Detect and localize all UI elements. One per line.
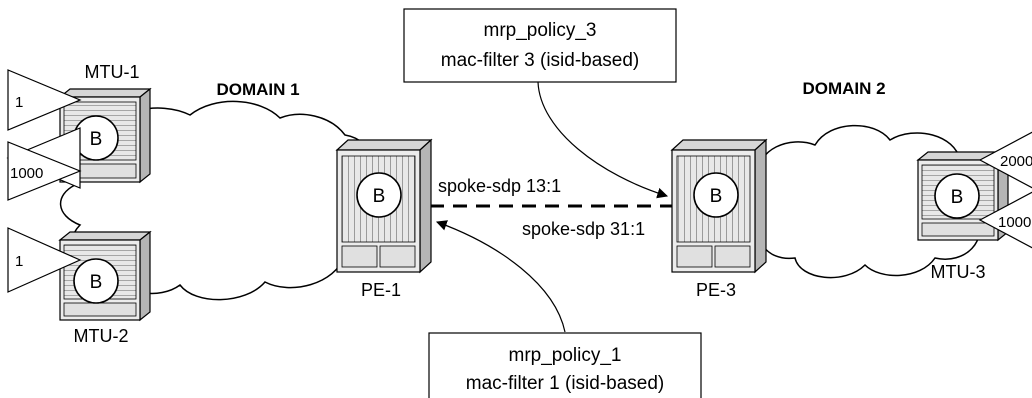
top-callout-line1: mrp_policy_3 xyxy=(484,20,597,41)
mtu-3-label: MTU-3 xyxy=(931,262,986,282)
mtu-3-port-1000-sap: 1000 xyxy=(978,191,1032,249)
mtu-3-bridge-badge xyxy=(934,173,980,219)
top-callout-box: mrp_policy_3 mac-filter 3 (isid-based) xyxy=(403,8,677,83)
pe-3-bridge-badge xyxy=(693,172,739,218)
mtu-2-badge-letter: B xyxy=(90,272,103,293)
mtu-3-port-2000-label: 2000 xyxy=(1000,153,1032,170)
mtu-1-port-1000-label: 1000 xyxy=(10,165,43,182)
mtu-3-port-2000-sap: 2000 xyxy=(978,131,1032,189)
domain-1-label: DOMAIN 1 xyxy=(216,80,299,99)
pe-1-router: B xyxy=(335,138,433,274)
pe-1-bridge-badge xyxy=(356,172,402,218)
bottom-callout-arrow xyxy=(435,220,566,333)
bottom-callout-line1: mrp_policy_1 xyxy=(509,345,622,366)
top-callout-line2: mac-filter 3 (isid-based) xyxy=(441,50,640,71)
spoke-sdp-13-1-label: spoke-sdp 13:1 xyxy=(438,176,561,196)
mtu-3-switch: B xyxy=(916,150,1010,242)
mtu-2-switch: B xyxy=(58,230,152,322)
mtu-3-port-1000-label: 1000 xyxy=(998,214,1031,231)
bottom-callout-box: mrp_policy_1 mac-filter 1 (isid-based) xyxy=(428,332,702,398)
bottom-callout-line2: mac-filter 1 (isid-based) xyxy=(466,373,665,394)
mtu-2-port-1-label: 1 xyxy=(15,253,23,270)
mtu-1-badge-letter: B xyxy=(90,129,103,150)
mtu-2-label: MTU-2 xyxy=(74,326,129,346)
pe-1-label: PE-1 xyxy=(361,280,401,300)
pe-3-label: PE-3 xyxy=(696,280,736,300)
pe-3-router: B xyxy=(670,138,768,274)
top-callout-arrow xyxy=(537,81,669,199)
mtu-1-label: MTU-1 xyxy=(85,62,140,82)
pe-1-badge-letter: B xyxy=(373,186,386,207)
spoke-sdp-31-1-label: spoke-sdp 31:1 xyxy=(522,219,645,239)
domain-2-label: DOMAIN 2 xyxy=(802,79,885,98)
mtu-1-port-1000-sap: 1000 xyxy=(6,127,82,201)
mtu-2-port-1-sap: 1 xyxy=(7,227,82,293)
mtu-3-badge-letter: B xyxy=(951,187,964,208)
pe-3-badge-letter: B xyxy=(710,186,723,207)
mtu-2-bridge-badge xyxy=(73,258,119,304)
mtu-1-port-1-label: 1 xyxy=(15,94,23,111)
mtu-1-port-1-sap: 1 xyxy=(7,69,82,131)
